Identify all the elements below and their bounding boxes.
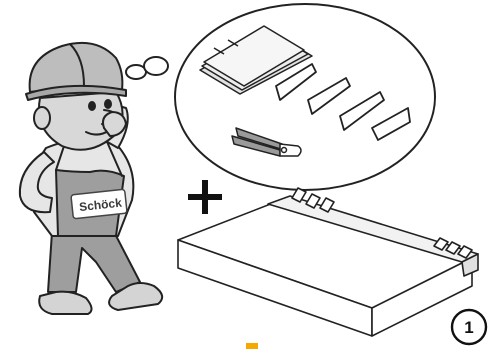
thought-bubble-medium xyxy=(144,57,168,75)
thought-bubble-small xyxy=(126,65,146,79)
accent-mark xyxy=(246,343,258,349)
isokorb-element xyxy=(178,188,478,336)
step-number-label: 1 xyxy=(464,318,473,337)
thought-bubble-main xyxy=(175,4,435,190)
worker-eye-right xyxy=(105,100,111,108)
worker-left-shoe xyxy=(39,292,91,314)
worker-illustration xyxy=(20,43,162,314)
worker-eye-left xyxy=(89,102,95,110)
worker-ear xyxy=(34,107,50,129)
plus-sign xyxy=(188,180,222,214)
worker-legs xyxy=(48,228,140,292)
